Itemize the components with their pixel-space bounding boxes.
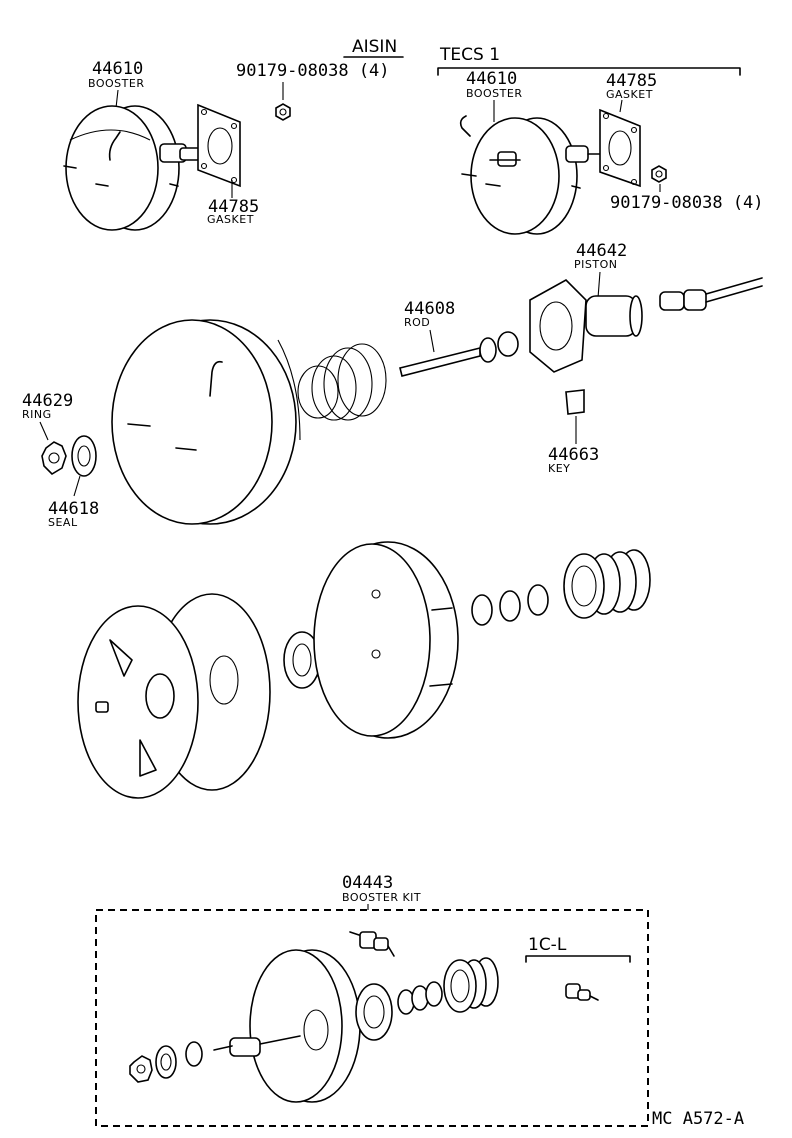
variant-1cl-bracket [525, 955, 631, 963]
booster-tecs-number: 44610 [466, 69, 517, 89]
diaphragm-spring [297, 343, 387, 421]
ring-number: 44629 [22, 391, 73, 411]
piston-number: 44642 [576, 241, 627, 261]
gasket-aisin-number: 44785 [208, 197, 259, 217]
booster-tecs [459, 115, 601, 235]
kit-booster [249, 949, 361, 1103]
piston-valve [529, 277, 763, 373]
seal [71, 435, 97, 477]
key-number: 44663 [548, 445, 599, 465]
key [565, 389, 585, 415]
gasket-tecs-leader [619, 99, 623, 113]
booster-tecs-name: BOOSTER [466, 87, 522, 100]
seal-name: SEAL [48, 516, 78, 529]
rod-name: ROD [404, 316, 430, 329]
rod-leader [429, 329, 435, 353]
gasket-aisin-name: GASKET [207, 213, 254, 226]
nut-tecs-number: 90179-08038 (4) [610, 193, 764, 213]
kit-washers [397, 981, 443, 1015]
tecs-header: TECS 1 [439, 45, 500, 65]
rear-cover [77, 593, 271, 799]
kit-boot [443, 957, 499, 1013]
aisin-header: AISIN [352, 37, 397, 57]
seal-leader [73, 475, 81, 497]
kit-front-seal [355, 983, 393, 1041]
piston-leader [597, 271, 601, 299]
kit-ring [129, 1055, 153, 1083]
gasket-tecs-name: GASKET [606, 88, 653, 101]
boot [563, 549, 651, 619]
push-rod [399, 331, 519, 377]
key-name: KEY [548, 462, 570, 475]
booster-aisin-number: 44610 [92, 59, 143, 79]
booster-aisin-leader [115, 89, 119, 109]
gasket-tecs [599, 108, 641, 188]
booster-kit-outline [95, 909, 649, 1127]
ring-leader [39, 421, 49, 441]
gasket-aisin [197, 103, 241, 188]
kit-valve-1cl [565, 983, 599, 1001]
rear-shell [313, 541, 459, 739]
rod-number: 44608 [404, 299, 455, 319]
booster-aisin-name: BOOSTER [88, 77, 144, 90]
ring-name: RING [22, 408, 52, 421]
gasket-tecs-number: 44785 [606, 71, 657, 91]
nut-tecs [651, 165, 667, 183]
front-shell [111, 319, 301, 525]
nut-aisin [275, 103, 291, 121]
kit-seal [155, 1045, 177, 1079]
booster-kit-number: 04443 [342, 873, 393, 893]
figure-code: MC A572-A [652, 1109, 744, 1129]
seal-number: 44618 [48, 499, 99, 519]
booster-kit-name: BOOSTER KIT [342, 891, 421, 904]
piston-name: PISTON [574, 258, 617, 271]
kit-push-rod [185, 1035, 301, 1067]
nut-aisin-number: 90179-08038 (4) [236, 61, 390, 81]
retaining-ring [41, 441, 67, 476]
tecs-bracket [437, 67, 741, 76]
kit-valve [349, 931, 395, 957]
variant-1cl-label: 1C-L [528, 935, 567, 955]
booster-aisin [63, 105, 201, 231]
washers [471, 584, 549, 626]
